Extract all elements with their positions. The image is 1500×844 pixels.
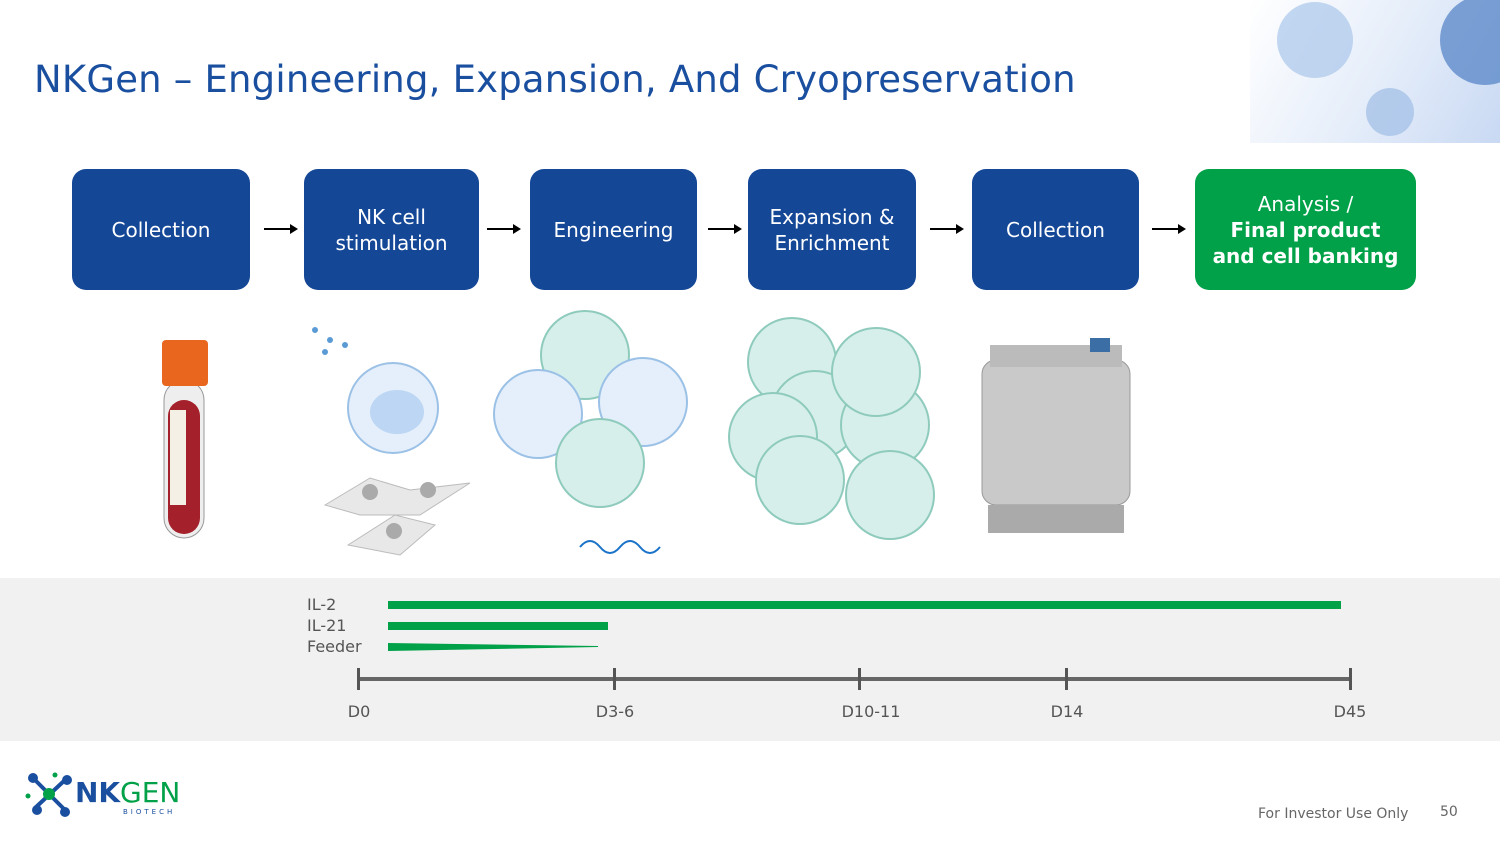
step-collection: Collection <box>72 169 250 290</box>
bar-label-il21: IL-21 <box>307 616 347 635</box>
step-label: Collection <box>111 217 211 242</box>
logo-text: NK <box>75 776 121 809</box>
step-label: Expansion & <box>769 204 895 229</box>
bar-il21 <box>388 622 608 630</box>
tick-label: D45 <box>1333 702 1367 721</box>
arrow-icon <box>708 224 742 234</box>
step-label: Engineering <box>553 217 674 242</box>
bar-feeder <box>388 643 598 651</box>
cryo-tank-icon <box>981 338 1131 533</box>
tick <box>357 668 360 690</box>
bar-label-feeder: Feeder <box>307 637 362 656</box>
page-number: 50 <box>1440 804 1458 820</box>
step-label: stimulation <box>335 230 448 255</box>
stimulation-cells-icon <box>312 327 471 556</box>
timeline-axis <box>358 677 1350 681</box>
page-title: NKGen – Engineering, Expansion, And Cryo… <box>34 58 1076 101</box>
step-label: Final product <box>1230 217 1381 242</box>
engineered-cells-icon <box>493 310 688 554</box>
step-label: NK cell <box>357 204 426 229</box>
step-label: Analysis / <box>1257 191 1354 216</box>
step-expansion-enrichment: Expansion &Enrichment <box>748 169 916 290</box>
arrow-icon <box>487 224 521 234</box>
footer-note: For Investor Use Only <box>1258 806 1409 822</box>
tick <box>1349 668 1352 690</box>
logo-text: GEN <box>120 776 181 809</box>
tick <box>858 668 861 690</box>
logo-subtext: BIOTECH <box>123 808 176 816</box>
tick-label: D10-11 <box>841 702 901 721</box>
tick-label: D14 <box>1050 702 1084 721</box>
expanded-cells-icon <box>728 317 935 540</box>
step-label: and cell banking <box>1212 243 1399 268</box>
tick-label: D0 <box>347 702 371 721</box>
nkgen-logo: NK GEN BIOTECH <box>25 772 180 818</box>
tick <box>1065 668 1068 690</box>
step-label: Enrichment <box>774 230 890 255</box>
step-engineering: Engineering <box>530 169 697 290</box>
tick <box>613 668 616 690</box>
bar-il2 <box>388 601 1341 609</box>
arrow-icon <box>264 224 298 234</box>
logo-molecule-icon <box>25 772 72 817</box>
process-illustrations <box>162 310 1131 556</box>
arrow-icon <box>930 224 964 234</box>
tick-label: D3-6 <box>595 702 635 721</box>
decorative-cell-image <box>1250 0 1500 143</box>
arrow-icon <box>1152 224 1186 234</box>
step-collection-2: Collection <box>972 169 1139 290</box>
bar-label-il2: IL-2 <box>307 595 337 614</box>
blood-tube-icon <box>162 340 208 539</box>
step-label: Collection <box>1006 217 1105 242</box>
